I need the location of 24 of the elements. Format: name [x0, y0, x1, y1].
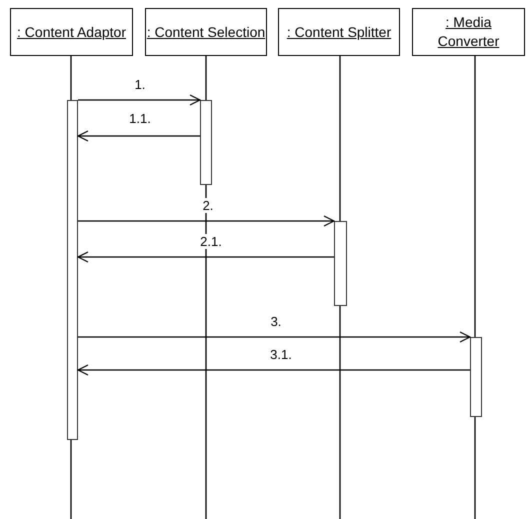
object-box	[278, 8, 400, 56]
object-box	[145, 8, 267, 56]
message-arrow	[78, 331, 471, 343]
object-name: : Content Selection	[146, 22, 266, 42]
activation-bar	[67, 100, 78, 440]
object-box	[412, 8, 525, 56]
object-box	[10, 8, 133, 56]
activation-bar	[334, 221, 347, 306]
message-arrow	[77, 364, 470, 376]
message-label: 3.1.	[269, 347, 293, 362]
object-name: : Media Converter	[436, 13, 500, 51]
message-label: 2.	[202, 198, 214, 213]
object-name: : Content Splitter	[286, 22, 392, 42]
message-label: 1.	[134, 77, 146, 92]
message-arrow	[77, 130, 200, 142]
message-label: 3.	[270, 314, 282, 329]
message-label: 1.1.	[128, 111, 152, 126]
object-name: : Content Adaptor	[17, 22, 126, 42]
activation-bar	[470, 337, 482, 417]
message-label: 2.1.	[199, 234, 223, 249]
activation-bar	[200, 100, 212, 185]
message-arrow	[78, 215, 335, 227]
message-arrow	[77, 251, 334, 263]
message-arrow	[78, 94, 201, 106]
